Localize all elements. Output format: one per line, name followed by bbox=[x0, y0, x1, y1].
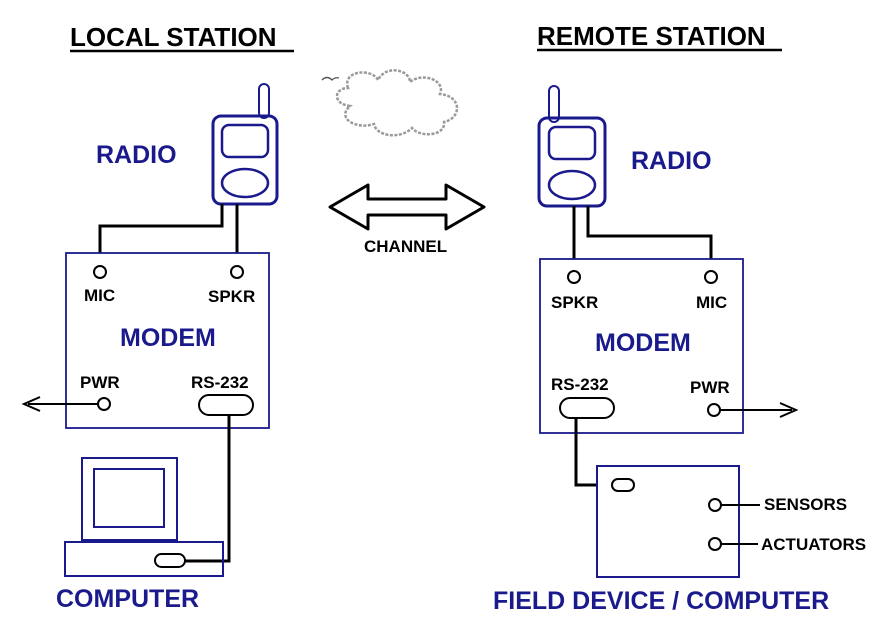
local-mic-port bbox=[93, 265, 107, 279]
remote-mic-label: MIC bbox=[696, 293, 727, 312]
local-modem-label: MODEM bbox=[120, 324, 216, 352]
local-pwr-port bbox=[97, 397, 111, 411]
sensors-port bbox=[708, 498, 722, 512]
local-rs232-port bbox=[198, 394, 254, 416]
local-radio-label: RADIO bbox=[96, 141, 177, 169]
remote-pwr-port bbox=[707, 403, 721, 417]
remote-pwr-label: PWR bbox=[690, 378, 730, 397]
sensors-label: SENSORS bbox=[764, 495, 847, 514]
remote-radio-label: RADIO bbox=[631, 147, 712, 175]
remote-spkr-port bbox=[567, 270, 581, 284]
local-mic-cable bbox=[98, 204, 224, 266]
field-device-serial-port bbox=[611, 478, 635, 492]
remote-spkr-label: SPKR bbox=[551, 293, 598, 312]
computer-label: COMPUTER bbox=[56, 585, 199, 613]
local-pwr-label: PWR bbox=[80, 373, 120, 392]
local-rs232-label: RS-232 bbox=[191, 373, 249, 392]
local-mic-label: MIC bbox=[84, 286, 115, 305]
remote-station-heading: REMOTE STATION bbox=[537, 21, 766, 51]
field-device-label: FIELD DEVICE / COMPUTER bbox=[493, 587, 829, 615]
computer-icon bbox=[64, 457, 224, 577]
bird-icon bbox=[321, 76, 340, 81]
local-spkr-port bbox=[230, 265, 244, 279]
remote-rs232-label: RS-232 bbox=[551, 375, 609, 394]
remote-rs232-port bbox=[559, 397, 615, 419]
cloud-icon bbox=[335, 69, 459, 137]
remote-mic-port bbox=[704, 270, 718, 284]
remote-modem-box bbox=[539, 258, 744, 434]
channel-arrow-icon bbox=[328, 183, 486, 231]
remote-modem-label: MODEM bbox=[595, 329, 691, 357]
local-radio-icon bbox=[211, 83, 279, 206]
actuators-label: ACTUATORS bbox=[761, 535, 866, 554]
local-power-arrow-icon bbox=[21, 396, 41, 412]
remote-radio-icon bbox=[537, 85, 607, 208]
local-serial-cable bbox=[185, 415, 231, 563]
remote-power-arrow-icon bbox=[779, 402, 799, 418]
local-station-heading: LOCAL STATION bbox=[70, 22, 277, 52]
channel-label: CHANNEL bbox=[364, 237, 447, 256]
local-spkr-label: SPKR bbox=[208, 287, 255, 306]
remote-mic-cable bbox=[586, 206, 713, 271]
actuators-port bbox=[708, 537, 722, 551]
